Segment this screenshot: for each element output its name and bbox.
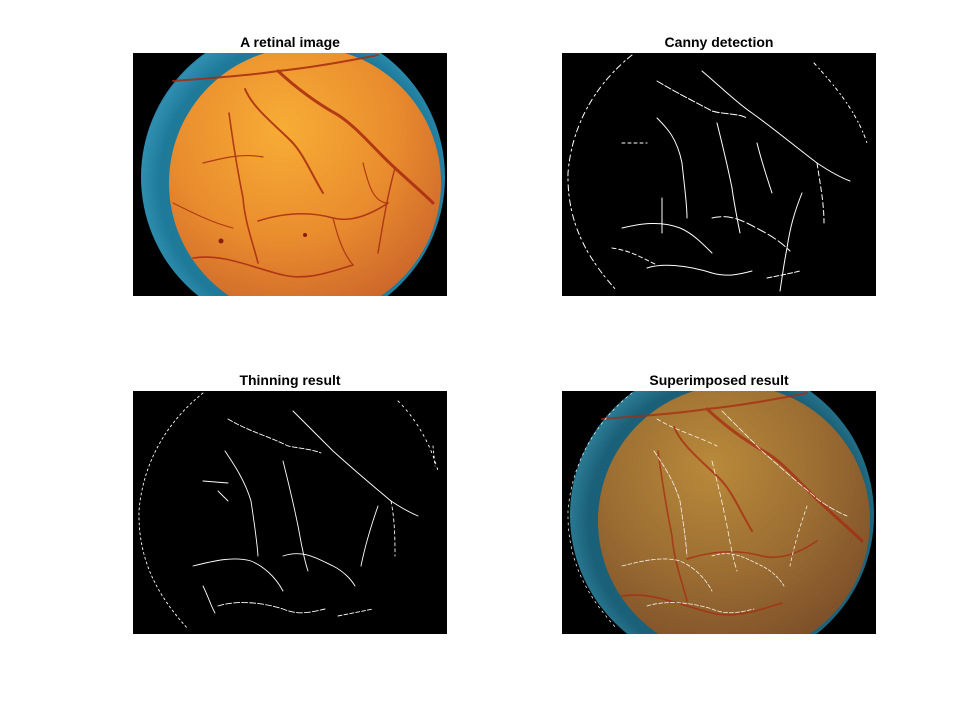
- panel-retinal-image: A retinal image: [133, 31, 447, 331]
- panel-title: Thinning result: [239, 372, 341, 388]
- thinning-skeleton-map: [133, 391, 447, 634]
- panel-title: A retinal image: [240, 34, 340, 50]
- panel-superimposed-result: Superimposed result: [562, 369, 876, 669]
- panel-title: Canny detection: [664, 34, 774, 50]
- panel-canny-detection: Canny detection: [562, 31, 876, 331]
- retinal-photo: [133, 53, 447, 296]
- canny-edge-map: [562, 53, 876, 296]
- superimposed-photo: [562, 391, 876, 634]
- panel-thinning-result: Thinning result: [133, 369, 447, 669]
- panel-title: Superimposed result: [649, 372, 789, 388]
